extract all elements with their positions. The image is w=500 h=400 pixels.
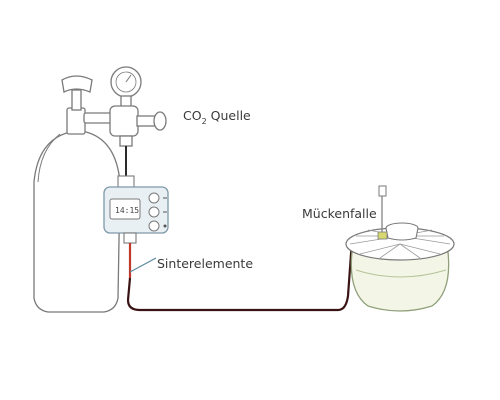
- regulator-hose: [117, 146, 135, 189]
- mosquito-trap: [345, 185, 455, 312]
- co2-source-label: CO2 Quelle: [183, 108, 251, 126]
- timer-unit: 14:15: [103, 186, 169, 244]
- timer-display-text: 14:15: [115, 206, 139, 215]
- co2-source-subscript: 2: [201, 117, 207, 126]
- timer-button-minus: [148, 206, 160, 218]
- co2-hose: [126, 239, 354, 312]
- pressure-regulator: [83, 66, 167, 147]
- timer-display: [109, 198, 141, 220]
- co2-source-suffix: Quelle: [206, 108, 251, 123]
- sinter-pointer: [129, 257, 157, 273]
- mosquito-trap-label: Mückenfalle: [302, 206, 377, 221]
- sinter-elements-label: Sinterelemente: [157, 256, 254, 271]
- co2-source-prefix: CO: [183, 108, 202, 123]
- timer-button-power: [148, 220, 160, 232]
- timer-button-up: [148, 192, 160, 204]
- cylinder-valve: [61, 75, 93, 135]
